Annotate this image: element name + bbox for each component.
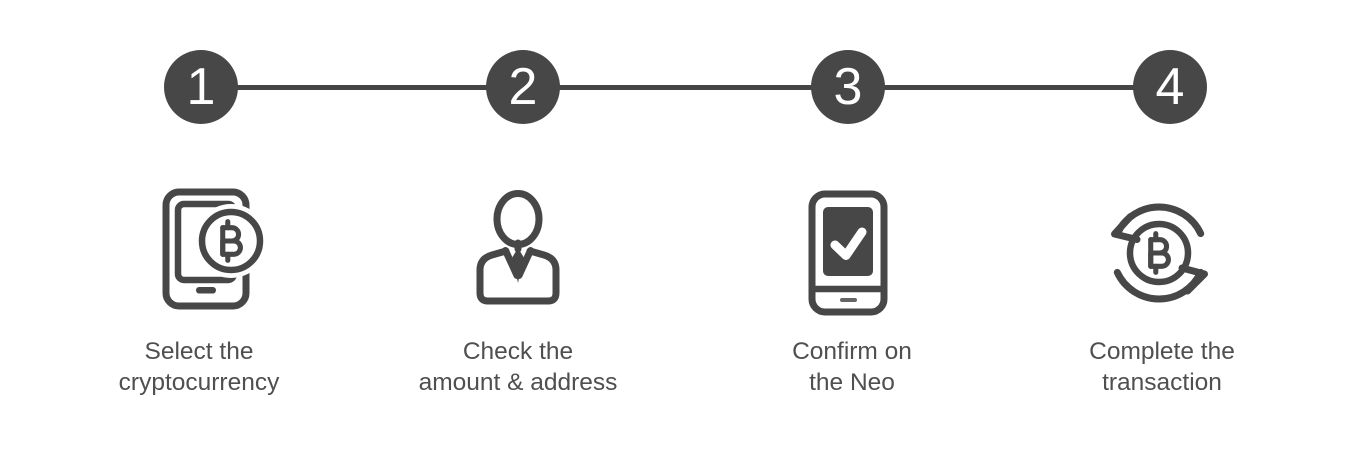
step-3-number: 3 xyxy=(833,58,863,116)
device-brand-mark xyxy=(840,298,857,302)
step-connector-line xyxy=(201,85,1170,90)
step-4-number: 4 xyxy=(1155,58,1185,116)
step-3-label-line2: the Neo xyxy=(809,369,895,396)
step-2-label-line1: Check the xyxy=(462,338,574,365)
step-3-number-badge: 3 xyxy=(811,50,885,124)
step-4-number-badge: 4 xyxy=(1133,50,1207,124)
step-1-label: Select the cryptocurrency xyxy=(39,336,359,398)
step-4-label-line2: transaction xyxy=(1102,369,1222,396)
device-check-icon xyxy=(808,190,888,316)
step-1-number-badge: 1 xyxy=(164,50,238,124)
step-2-number: 2 xyxy=(508,58,538,116)
phone-bitcoin-icon xyxy=(162,188,264,310)
bitcoin-cycle-icon xyxy=(1111,203,1208,303)
step-1-label-line2: cryptocurrency xyxy=(118,369,280,396)
step-2-label-line2: amount & address xyxy=(418,369,618,396)
step-4-label: Complete the transaction xyxy=(1002,336,1322,398)
step-2-label: Check the amount & address xyxy=(358,336,678,398)
step-4-label-line1: Complete the xyxy=(1089,338,1235,365)
step-1-label-line1: Select the xyxy=(144,338,254,365)
step-3-label: Confirm on the Neo xyxy=(692,336,1012,398)
step-1-number: 1 xyxy=(186,58,216,116)
person-icon xyxy=(476,190,560,305)
step-2-number-badge: 2 xyxy=(486,50,560,124)
step-3-label-line1: Confirm on xyxy=(792,338,912,365)
